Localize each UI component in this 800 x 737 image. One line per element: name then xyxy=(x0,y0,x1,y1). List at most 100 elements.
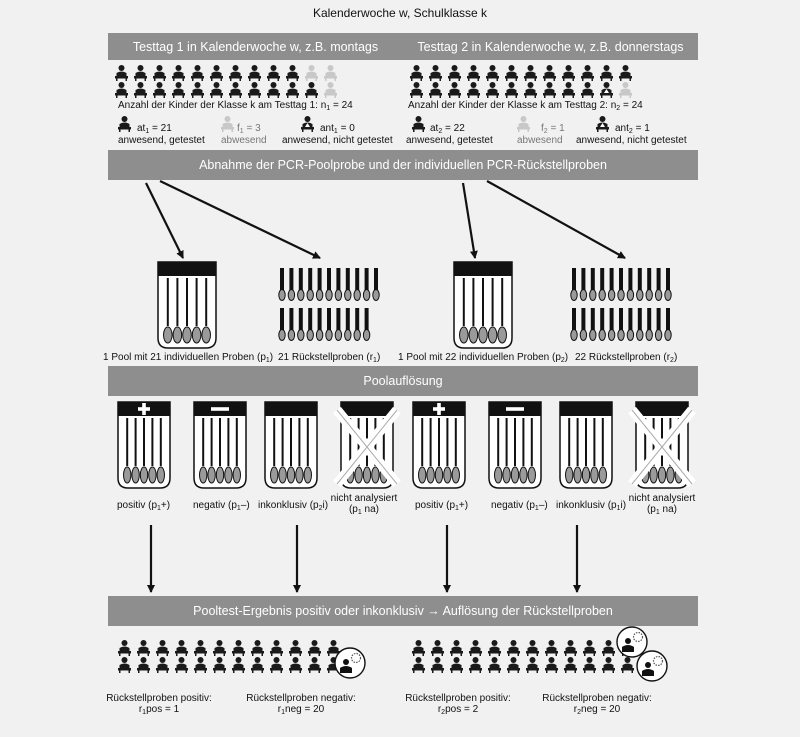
bottom2-student-icon xyxy=(469,640,482,656)
day1-student-icon xyxy=(286,65,299,81)
virus-icon xyxy=(334,647,366,679)
day2-student-icon xyxy=(600,65,613,81)
bottom1-student-icon xyxy=(137,640,150,656)
day1-count: Anzahl der Kinder der Klasse k am Testta… xyxy=(118,100,353,112)
day1-student-icon xyxy=(229,82,242,98)
bottom1-student-icon xyxy=(213,640,226,656)
rs1-swab-icon xyxy=(306,308,314,341)
bottom2-student-icon xyxy=(621,657,634,673)
bottom2-student-icon xyxy=(583,657,596,673)
day1-at-desc: anwesend, getestet xyxy=(118,135,205,146)
legend-absent-icon xyxy=(517,116,530,132)
day1-student-icon xyxy=(172,65,185,81)
rs1-swab-icon xyxy=(344,308,352,341)
bottom1-student-icon xyxy=(289,640,302,656)
result-inconclusive-1: inkonklusiv (p2i) xyxy=(258,500,329,512)
pool1-caption: 1 Pool mit 21 individuellen Proben (p1) xyxy=(103,352,274,364)
day1-f-desc: abwesend xyxy=(221,135,267,146)
pool2-caption: 1 Pool mit 22 individuellen Proben (p2) xyxy=(398,352,569,364)
bottom2-student-icon xyxy=(507,657,520,673)
bottom1-student-icon xyxy=(232,657,245,673)
bottom1-student-icon xyxy=(213,657,226,673)
day1-student-icon xyxy=(115,82,128,98)
bottom2-student-icon xyxy=(488,640,501,656)
day2-ant-desc: anwesend, nicht getestet xyxy=(576,135,687,146)
pool1-container xyxy=(157,261,217,349)
bottom2-student-icon xyxy=(488,657,501,673)
diagram-title: Kalenderwoche w, Schulklasse k xyxy=(312,6,488,20)
rs1-swab-icon xyxy=(344,268,352,301)
day1-at: at1 = 21 xyxy=(137,123,172,135)
day1-student-icon xyxy=(267,65,280,81)
pool-not-analyzed-1 xyxy=(333,401,401,489)
rs1-swab-icon xyxy=(287,308,296,341)
pos2-label: Rückstellproben positiv:r2pos = 2 xyxy=(405,693,511,716)
legend-absent-icon xyxy=(221,116,234,132)
pool-not-analyzed-2 xyxy=(628,401,696,489)
bottom2-student-icon xyxy=(564,657,577,673)
result-positive-1: positiv (p1+) xyxy=(117,500,171,512)
arrow-day1-pool xyxy=(145,182,184,259)
bottom2-student-icon xyxy=(602,657,615,673)
rs2-swab-icon xyxy=(589,268,597,301)
rs2-swab-icon xyxy=(579,268,588,301)
day1-student-absent-icon xyxy=(305,65,318,81)
pool-inconclusive-2 xyxy=(559,401,613,489)
day2-student-icon xyxy=(429,82,442,98)
testday-header-band: Testtag 1 in Kalenderwoche w, z.B. monta… xyxy=(108,33,698,60)
day2-at-desc: anwesend, getestet xyxy=(406,135,493,146)
pool-negative-1 xyxy=(193,401,247,489)
bottom2-student-icon xyxy=(583,640,596,656)
day2-student-icon xyxy=(467,65,480,81)
bottom2-student-icon xyxy=(545,640,558,656)
testday2-header: Testtag 2 in Kalenderwoche w, z.B. donne… xyxy=(417,39,684,54)
rs1-swab-icon xyxy=(287,268,296,301)
legend-tested-icon xyxy=(118,116,131,132)
bottom2-student-icon xyxy=(431,657,444,673)
rs2-swab-icon xyxy=(626,268,635,301)
rs2-swab-icon xyxy=(664,268,672,301)
rs1-swab-icon xyxy=(315,308,324,341)
day1-student-icon xyxy=(134,65,147,81)
rs1-swab-icon xyxy=(353,268,361,301)
arrow-day1-rs xyxy=(159,180,321,259)
day1-student-absent-icon xyxy=(324,82,337,98)
bottom2-student-icon xyxy=(469,657,482,673)
pool-positive-2 xyxy=(412,401,466,489)
rs1-swab-icon xyxy=(334,308,343,341)
rs1-swab-icon xyxy=(325,268,333,301)
day1-student-icon xyxy=(115,65,128,81)
legend-tested-icon xyxy=(412,116,425,132)
neg1-label: Rückstellproben negativ:r1neg = 20 xyxy=(246,693,356,716)
day2-student-icon xyxy=(581,82,594,98)
bottom2-student-icon xyxy=(450,640,463,656)
day2-student-icon xyxy=(505,65,518,81)
pool2-container xyxy=(453,261,513,349)
day1-student-icon xyxy=(210,65,223,81)
result-inconclusive-2: inkonklusiv (p1i) xyxy=(556,500,627,512)
bottom2-student-icon xyxy=(526,640,539,656)
rs2-swab-icon xyxy=(626,308,635,341)
result-not-analyzed-2: nicht analysiert(p1 na) xyxy=(628,493,696,516)
result-not-analyzed-1: nicht analysiert(p1 na) xyxy=(330,493,398,516)
bottom2-student-icon xyxy=(507,640,520,656)
day2-student-untested-icon xyxy=(600,82,613,98)
bottom1-student-icon xyxy=(308,640,321,656)
day2-student-icon xyxy=(448,82,461,98)
rs2-swab-icon xyxy=(617,268,625,301)
day1-student-icon xyxy=(305,82,318,98)
day2-student-icon xyxy=(562,82,575,98)
day2-f: f2 = 1 xyxy=(541,123,565,135)
day2-student-icon xyxy=(619,65,632,81)
day2-student-absent-icon xyxy=(619,82,632,98)
legend-untested-icon xyxy=(301,116,314,132)
bottom1-student-icon xyxy=(118,640,131,656)
rs1-caption: 21 Rückstellproben (r1) xyxy=(278,352,381,364)
day2-count: Anzahl der Kinder der Klasse k am Testta… xyxy=(408,100,643,112)
rs2-swab-icon xyxy=(654,268,663,301)
day2-student-icon xyxy=(410,82,423,98)
day2-student-icon xyxy=(562,65,575,81)
day1-student-absent-icon xyxy=(324,65,337,81)
bottom2-student-icon xyxy=(526,657,539,673)
